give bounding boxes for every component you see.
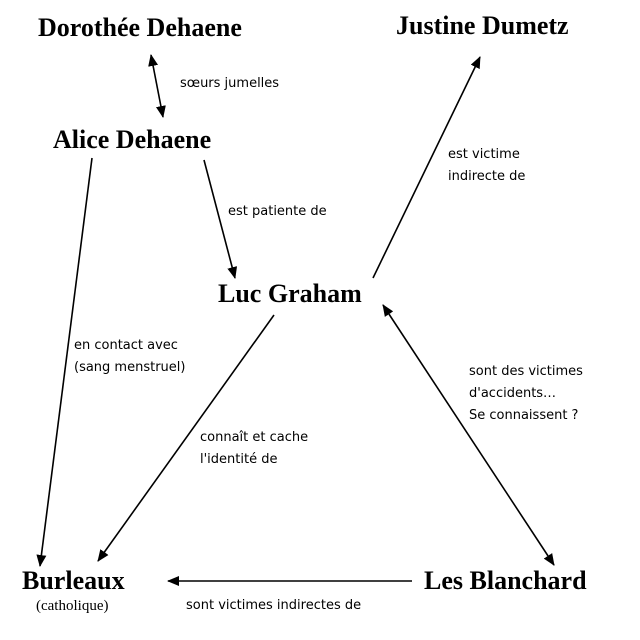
edge-contact-line	[36, 157, 93, 567]
edge-label-line: d'accidents…	[469, 386, 557, 401]
edge-label-contact: en contact avec (sang menstruel)	[74, 335, 185, 379]
node-dorothee-dehaene: Dorothée Dehaene	[38, 13, 242, 42]
edge-label-line: sont des victimes	[469, 364, 583, 379]
edge-victime-indirecte-line	[372, 56, 481, 279]
node-justine-dumetz: Justine Dumetz	[396, 11, 569, 40]
edge-label-victime-indirecte: est victime indirecte de	[448, 144, 525, 188]
edge-label-line: (sang menstruel)	[74, 360, 186, 375]
edge-label-line: sont victimes indirectes de	[186, 598, 362, 613]
node-luc-graham: Luc Graham	[218, 279, 362, 308]
edge-label-line: l'identité de	[200, 452, 278, 467]
node-burleaux: Burleaux	[22, 566, 125, 595]
edge-label-line: Se connaissent ?	[469, 408, 579, 423]
edge-label-line: indirecte de	[448, 169, 526, 184]
edge-label-patiente: est patiente de	[228, 201, 327, 223]
edge-label-line: en contact avec	[74, 338, 178, 353]
node-les-blanchard: Les Blanchard	[424, 566, 587, 595]
edge-label-line: est patiente de	[228, 204, 327, 219]
node-burleaux-note: (catholique)	[36, 598, 109, 614]
node-alice-dehaene: Alice Dehaene	[53, 125, 212, 154]
edge-label-accidents: sont des victimes d'accidents… Se connai…	[469, 361, 583, 427]
edge-cache-line	[97, 314, 275, 562]
edge-patiente-line	[203, 159, 238, 279]
edge-label-victimes-indirectes: sont victimes indirectes de	[186, 595, 361, 617]
edge-accidents-line	[382, 304, 555, 566]
edge-label-line: sœurs jumelles	[180, 76, 280, 91]
edge-label-line: est victime	[448, 147, 520, 162]
edge-label-cache: connaît et cache l'identité de	[200, 427, 308, 471]
edge-label-soeurs: sœurs jumelles	[180, 73, 279, 95]
edge-soeurs-line	[148, 54, 166, 118]
edge-label-line: connaît et cache	[200, 430, 309, 445]
